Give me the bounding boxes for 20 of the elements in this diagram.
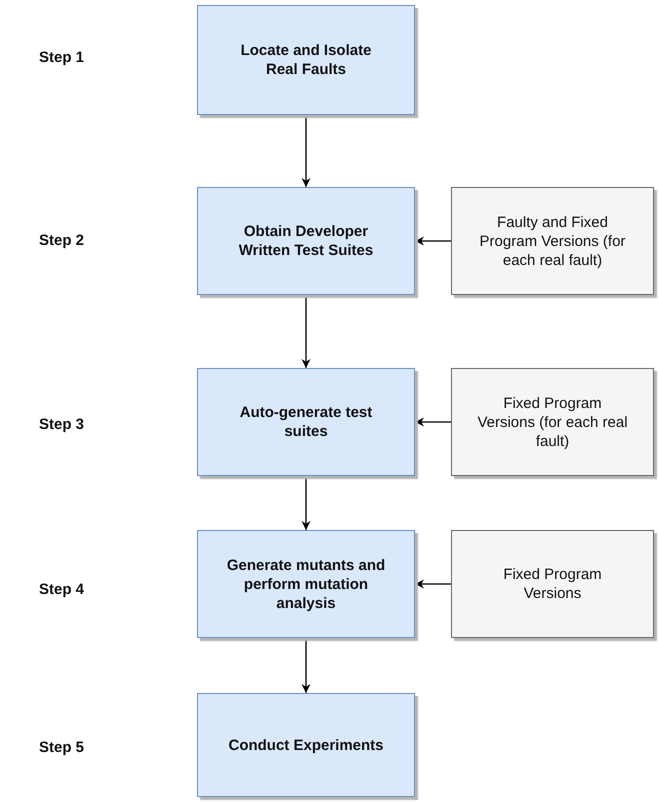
arrow [415,236,451,246]
step-label: Step 1 [39,49,84,67]
arrow [415,418,451,426]
arrow [415,580,451,588]
arrow [302,295,310,368]
arrow [302,476,310,530]
step-label: Step 4 [39,581,84,599]
arrow [302,638,310,693]
process-box: Locate and Isolate Real Faults [197,5,415,115]
arrow [302,115,310,187]
process-box: Auto-generate test suites [197,368,415,476]
step-label: Step 2 [39,232,84,250]
input-box: Faulty and Fixed Program Versions (for each real fault) [451,187,654,295]
input-box: Fixed Program Versions [451,530,654,638]
step-label: Step 5 [39,739,84,757]
input-box: Fixed Program Versions (for each real fault) [451,368,654,476]
step-label: Step 3 [39,416,84,434]
process-box: Generate mutants and perform mutation analysis [197,530,415,638]
process-box: Obtain Developer Written Test Suites [197,187,415,295]
process-box: Conduct Experiments [197,693,415,797]
